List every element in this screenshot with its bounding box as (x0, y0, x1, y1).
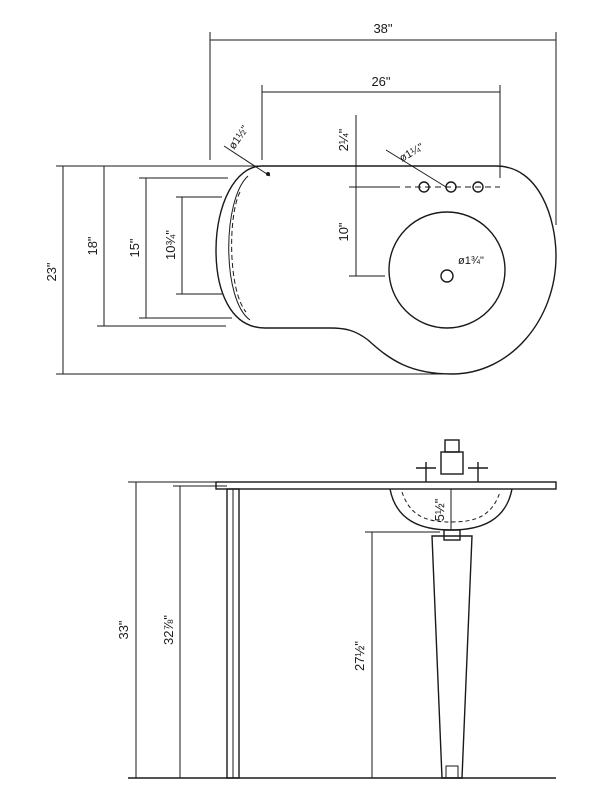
dim-label-2-1-4: 2¼" (336, 128, 351, 151)
drain-hole (440, 269, 454, 283)
countertop-slab (215, 481, 557, 490)
bowl-inner (401, 491, 501, 523)
left-curved-edge-dashed (231, 191, 247, 313)
countertop-outline (215, 165, 557, 375)
label-hole-drain: ø1¾" (458, 255, 484, 267)
faucet-hole-leader (385, 149, 447, 188)
dim-label-23: 23" (44, 262, 59, 281)
pedestal-base-notch (445, 765, 459, 779)
left-hole-leader (223, 145, 271, 177)
dim-label-33: 33" (116, 620, 131, 639)
left-curved-edge (228, 175, 251, 321)
dim-label-10-3-4: 10¾" (163, 230, 178, 260)
dim-label-10: 10" (336, 222, 351, 241)
dim-label-15: 15" (127, 238, 142, 257)
label-hole-left: ø1½" (227, 124, 252, 152)
dim-label-18: 18" (85, 236, 100, 255)
side-view: 33" 32⅞" 27½" 5½" (116, 439, 557, 779)
dim-label-26: 26" (371, 74, 390, 89)
faucet-spout (444, 439, 460, 453)
basin-circle (388, 211, 506, 329)
faucet-hole-right (472, 181, 484, 193)
dim-label-32-7-8: 32⅞" (161, 615, 176, 645)
dim-label-27-1-2: 27½" (352, 641, 367, 671)
pedestal (431, 535, 473, 779)
faucet-body (440, 451, 464, 475)
label-hole-faucet: ø1¼" (398, 141, 427, 164)
top-view: 38" 26" 23" 18" 15" 10¾" 2¼" 10" (44, 21, 557, 375)
dim-label-5-1-2: 5½" (432, 498, 447, 521)
faucet (416, 439, 488, 482)
dim-label-38: 38" (373, 21, 392, 36)
pedestal-drain-box (443, 529, 461, 541)
